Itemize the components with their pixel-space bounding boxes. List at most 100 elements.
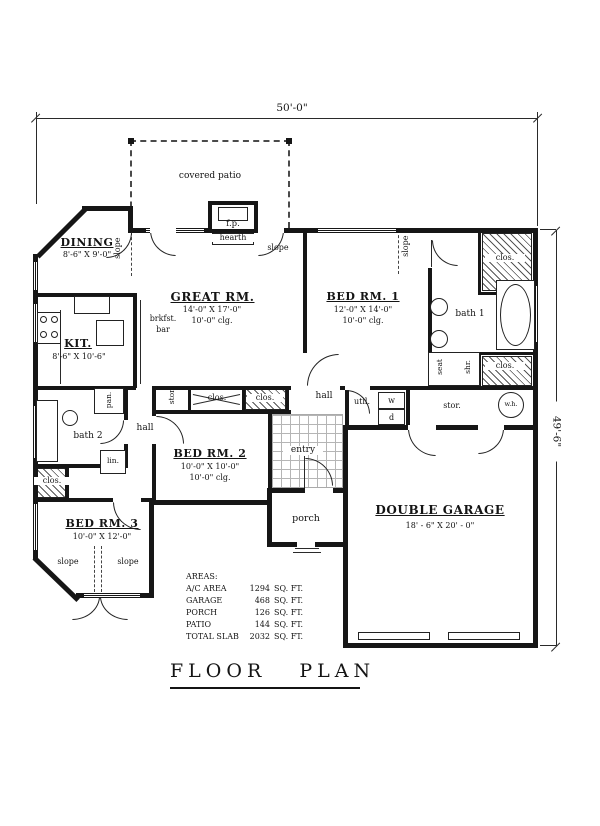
dimension-right-label: 49'-6" <box>550 401 563 462</box>
great-room-label: GREAT RM. <box>170 290 255 304</box>
shower <box>428 352 480 386</box>
window <box>33 262 38 290</box>
linen-label: lin. <box>106 456 119 465</box>
exterior-wall <box>149 500 272 505</box>
tub-oval <box>500 284 531 346</box>
breakfast-bar-label-2: bar <box>156 325 170 334</box>
refrigerator <box>96 320 124 346</box>
closet-label: clos. <box>485 361 525 371</box>
interior-wall-util-east <box>406 390 410 425</box>
porch-step <box>295 548 319 549</box>
pantry-closet <box>94 388 124 414</box>
exterior-wall <box>82 206 132 211</box>
ceiling-slope-line <box>101 546 102 592</box>
bath2-label: bath 2 <box>73 431 103 441</box>
area-value: 468 <box>254 596 270 605</box>
bed1-ceiling: 10'-0" clg. <box>342 316 384 325</box>
ceiling-slope-line <box>94 546 95 592</box>
exterior-wall <box>128 206 133 233</box>
interior-wall-bed3-north <box>141 498 154 502</box>
entry-front-wall <box>333 488 348 493</box>
roof-slope-line <box>131 232 132 276</box>
garage-door <box>448 632 520 640</box>
porch-step <box>293 552 321 553</box>
door-arc <box>156 416 184 444</box>
fireplace-box <box>208 201 258 233</box>
entry-front-wall <box>267 488 305 493</box>
extension-line <box>540 645 556 646</box>
extension-line <box>537 112 538 226</box>
door-opening <box>258 228 284 233</box>
entry-label: entry <box>283 445 323 456</box>
shower-label: shr. <box>463 360 473 374</box>
closet-label: clos. <box>34 476 70 486</box>
dimension-top-label: 50'-0" <box>262 102 322 115</box>
bed1-size: 12'-0" X 14'-0" <box>333 305 393 314</box>
interior-wall-bed2-west <box>152 386 156 416</box>
bathtub-2 <box>36 400 58 462</box>
area-unit: SQ. FT. <box>274 620 303 629</box>
bay-arc <box>72 596 100 620</box>
extension-line <box>36 112 37 204</box>
interior-wall-bath2-south <box>33 464 128 468</box>
exterior-wall-right <box>533 228 538 648</box>
porch-front-wall <box>315 542 348 547</box>
stove-burner <box>40 331 47 338</box>
area-value: 126 <box>254 608 270 617</box>
patio-post <box>128 138 134 144</box>
bed2-size: 10'-0" X 10'-0" <box>180 462 240 471</box>
closet-wall <box>478 231 481 295</box>
slope-label: slope <box>117 557 139 566</box>
interior-wall-great-bed1 <box>303 231 307 353</box>
bed2-ceiling: 10'-0" clg. <box>189 473 231 482</box>
areas-heading: AREAS: <box>186 572 218 581</box>
stove-burner <box>51 316 58 323</box>
areas-table: AREAS: A/C AREA 1294 SQ. FT. GARAGE 468 … <box>186 572 326 641</box>
drawing-title: FLOOR PLAN <box>170 660 370 689</box>
door-opening <box>478 425 504 430</box>
interior-wall-kitchen-north <box>33 293 136 297</box>
closet-label: clos. <box>247 393 283 403</box>
toilet <box>62 410 78 426</box>
firebox <box>218 207 248 221</box>
extension-line <box>540 229 556 230</box>
stove-burner <box>51 331 58 338</box>
garage-label: DOUBLE GARAGE <box>375 503 505 517</box>
slope-label: slope <box>57 557 79 566</box>
interior-wall-bed1-bath1 <box>428 268 432 390</box>
garage-south-wall <box>343 643 538 648</box>
door-opening <box>408 425 436 430</box>
area-name: PATIO <box>186 620 212 629</box>
area-value: 144 <box>254 620 270 629</box>
bay-arc <box>100 596 128 620</box>
door-arc <box>432 240 458 266</box>
window <box>318 228 396 233</box>
interior-wall-bath2-east <box>124 390 128 420</box>
bed2-label: BED RM. 2 <box>173 447 247 460</box>
utility-label: util. <box>353 397 371 406</box>
great-room-size: 14'-0" X 17'-0" <box>182 305 242 314</box>
area-unit: SQ. FT. <box>274 632 303 641</box>
roof-slope-line <box>398 230 399 274</box>
window <box>33 504 38 550</box>
area-value: 2032 <box>249 632 270 641</box>
closet-divider <box>188 388 191 410</box>
dining-size: 8'-6" X 9'-0" <box>62 250 112 259</box>
window <box>84 593 140 598</box>
storage-label: stor. <box>167 387 177 405</box>
patio-post <box>286 138 292 144</box>
lavatory-sink <box>430 330 448 348</box>
water-heater-label: w.h. <box>504 400 518 408</box>
exterior-wall <box>149 500 154 598</box>
breakfast-bar-label-1: brkfst. <box>149 314 177 323</box>
bed3-size: 10'-0" X 12'-0" <box>72 532 132 541</box>
counter-edge <box>60 310 61 384</box>
areas-row: GARAGE 468 SQ. FT. <box>186 596 326 605</box>
great-room-ceiling: 10'-0" clg. <box>191 316 233 325</box>
closet-hatch <box>482 356 532 386</box>
water-heater <box>498 392 524 418</box>
closet-label: clos. <box>485 253 525 263</box>
kitchen-size: 8'-6" X 10'-6" <box>52 352 106 361</box>
area-name: A/C AREA <box>186 584 227 593</box>
kitchen-sink <box>74 296 110 314</box>
